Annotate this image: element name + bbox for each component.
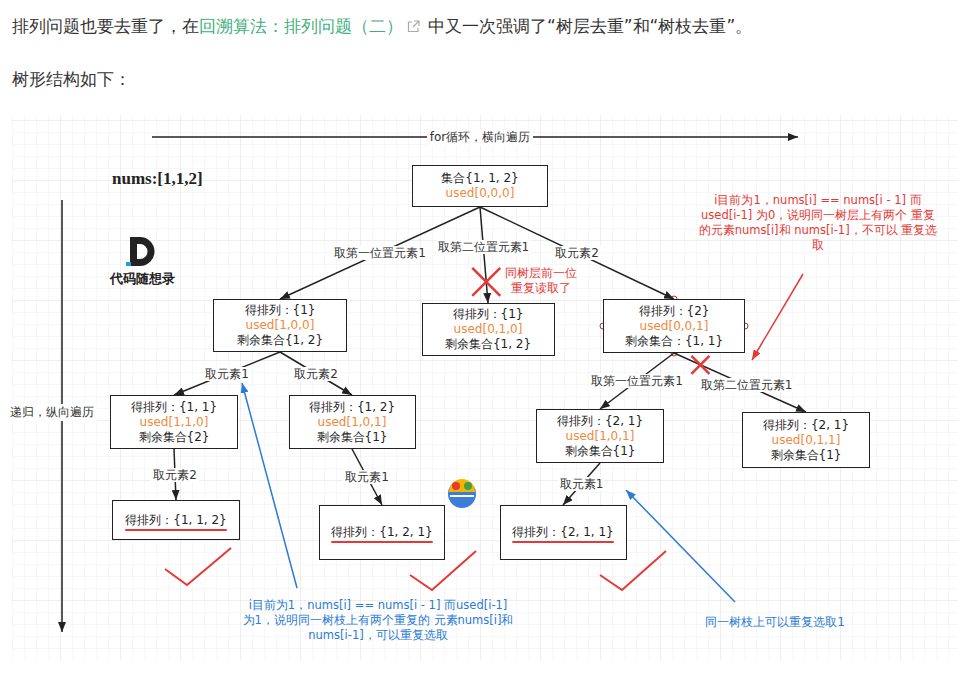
- node-text: 剩余集合：{1, 1}: [625, 334, 723, 349]
- node-text: used[1,0,1]: [566, 429, 635, 444]
- bowl-icon: [448, 479, 476, 508]
- annotation-label: 代码随想录: [110, 270, 175, 288]
- node-text: used[1,0,0]: [246, 318, 315, 333]
- tree-branch-arrow: [174, 352, 280, 395]
- grid-ground: [12, 115, 958, 660]
- edge-label: 取元素2: [553, 246, 601, 260]
- tree-node-box: 得排列：{2, 1}used[1,0,1]剩余集合{1}: [536, 409, 664, 463]
- logo-mark: [130, 237, 155, 266]
- node-text: used[0,0,1]: [640, 319, 709, 334]
- node-text: 得排列：{1}: [245, 303, 316, 318]
- node-text: 得排列：{2}: [639, 304, 710, 319]
- tree-node-box: 得排列：{1, 2, 1}: [319, 505, 445, 560]
- node-text: 得排列：{2, 1, 1}: [512, 525, 613, 540]
- edge-label: 取元素2: [151, 468, 199, 482]
- node-text: used[0,1,0]: [454, 322, 523, 337]
- node-text: 得排列：{1, 2, 1}: [331, 525, 432, 540]
- tree-node-box: 得排列：{1, 2}used[1,0,1]剩余集合{1}: [289, 395, 416, 449]
- annotation-label: i目前为1，nums[i] == nums[i - 1] 而used[i-1] …: [242, 598, 514, 643]
- tree-node-box: 得排列：{1}used[0,1,0]剩余集合{1, 2}: [422, 303, 555, 356]
- connector-group: [174, 207, 806, 505]
- edge-label: 取元素1: [203, 367, 251, 381]
- edge-label: 取第二位置元素1: [436, 240, 532, 254]
- external-link-icon: [407, 20, 420, 33]
- annotation-label: nums:[1,1,2]: [112, 169, 203, 189]
- node-text: 得排列：{1, 1}: [131, 400, 217, 415]
- tree-branch-arrow: [280, 352, 352, 395]
- node-text: used[1,1,0]: [140, 415, 209, 430]
- tree-node-box: 集合{1, 1, 2}used[0,0,0]: [412, 165, 548, 207]
- intro-text: 中又一次强调了“树层去重”和“树枝去重”。: [428, 16, 752, 36]
- node-text: 得排列：{2, 1}: [557, 414, 643, 429]
- tree-node-box: 得排列：{2, 1, 1}: [500, 505, 627, 560]
- callout-arrow: [752, 274, 803, 360]
- node-text: 剩余集合{1}: [317, 430, 388, 445]
- node-text: 剩余集合{2}: [139, 430, 210, 445]
- node-text: used[1,0,1]: [318, 415, 387, 430]
- annotation-label: for循环，横向遍历: [427, 129, 534, 146]
- node-text: used[0,0,0]: [446, 186, 515, 201]
- callout-arrow: [626, 490, 735, 602]
- edge-label: 取第一位置元素1: [332, 246, 428, 260]
- intro-text: 排列问题也要去重了，在: [12, 16, 199, 36]
- tree-node-box: 得排列：{2, 1}used[0,1,1]剩余集合{1}: [742, 412, 870, 468]
- node-text: 剩余集合{1, 2}: [237, 333, 323, 348]
- node-text: 剩余集合{1}: [771, 448, 842, 463]
- node-text: 得排列：{1}: [453, 307, 524, 322]
- node-text: 得排列：{2, 1}: [763, 418, 849, 433]
- edge-label: 取元素1: [558, 477, 606, 491]
- intro-paragraph: 排列问题也要去重了，在回溯算法：排列问题（二） 中又一次强调了“树层去重”和“树…: [12, 14, 752, 38]
- red-cross-mark: [691, 356, 709, 374]
- node-text: 集合{1, 1, 2}: [441, 171, 518, 186]
- annotation-label: 递归，纵向遍历: [7, 404, 97, 421]
- annotation-label: 树形结构如下：: [12, 68, 131, 91]
- node-text: 得排列：{1, 1, 2}: [125, 513, 226, 528]
- annotation-label: i目前为1，nums[i] == nums[i - 1] 而used[i-1] …: [697, 193, 939, 253]
- annotation-label: 同一树枝上可以重复选取1: [705, 614, 845, 631]
- node-text: 剩余集合{1, 2}: [445, 337, 531, 352]
- red-cross-mark: [472, 268, 500, 296]
- node-text: 得排列：{1, 2}: [309, 400, 395, 415]
- tree-node-box: 得排列：{1, 1}used[1,1,0]剩余集合{2}: [110, 395, 238, 449]
- tree-node-box: 得排列：{2}used[0,0,1]剩余集合：{1, 1}: [603, 299, 745, 353]
- node-text: 剩余集合{1}: [565, 444, 636, 459]
- tree-node-box: 得排列：{1}used[1,0,0]剩余集合{1, 2}: [213, 299, 347, 352]
- annotation-label: 同树层前一位 重复读取了: [502, 266, 580, 296]
- edge-label: 取元素1: [343, 470, 391, 484]
- tree-branch-arrow: [674, 353, 806, 412]
- tree-node-box: 得排列：{1, 1, 2}: [112, 500, 240, 540]
- node-text: used[0,1,1]: [772, 433, 841, 448]
- edge-label: 取第一位置元素1: [589, 374, 685, 388]
- check-mark: [165, 548, 231, 585]
- logo-accent: [126, 262, 131, 266]
- edge-label: 取元素2: [292, 367, 340, 381]
- intro-text: 回溯算法：排列问题（二）: [199, 16, 403, 36]
- edge-label: 取第二位置元素1: [699, 378, 795, 392]
